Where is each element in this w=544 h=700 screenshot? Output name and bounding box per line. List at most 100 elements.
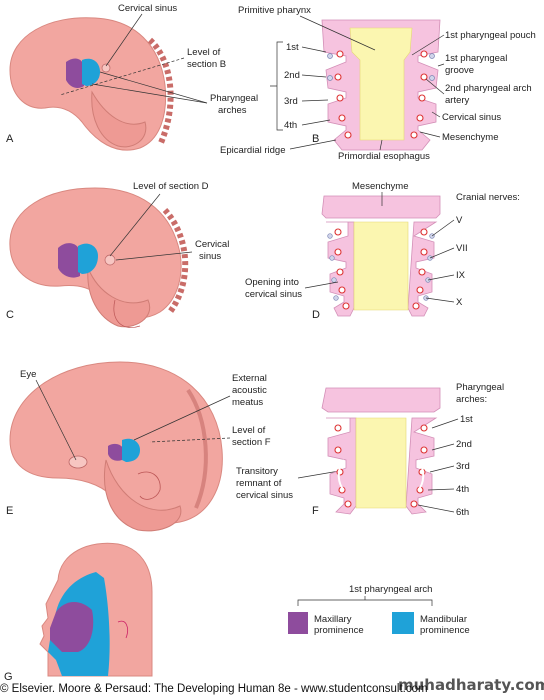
label-nerve-ix: IX xyxy=(456,270,466,281)
label-primitive-pharynx: Primitive pharynx xyxy=(238,5,311,16)
leader-arch-2nd xyxy=(301,74,327,78)
label-cranial-nerves: Cranial nerves: xyxy=(456,192,520,203)
leader-ext-acoustic xyxy=(133,395,231,441)
panel-b-label: B xyxy=(312,133,319,145)
leader-level-f xyxy=(149,437,231,443)
leader-level-d xyxy=(109,193,161,257)
leader-nerve-ix xyxy=(427,274,455,281)
label-f-arch-6th: 6th xyxy=(456,507,469,518)
label-ext-acoustic-line2: acoustic xyxy=(232,385,267,396)
label-primordial-esophagus: Primordial esophagus xyxy=(338,151,430,162)
leader-cervical-sinus-c xyxy=(115,251,193,261)
label-arch-3rd: 3rd xyxy=(284,96,298,107)
label-mesenchyme-b: Mesenchyme xyxy=(442,132,499,143)
leader-1st-pouch xyxy=(411,34,445,56)
label-mandibular-line1: Mandibular xyxy=(420,614,467,625)
label-ext-acoustic-line1: External xyxy=(232,373,267,384)
label-1st-groove-line1: 1st pharyngeal xyxy=(445,53,507,64)
panel-a-label: A xyxy=(6,133,14,145)
leader-cervical-sinus-a xyxy=(105,13,143,67)
label-1st-pharyngeal-pouch: 1st pharyngeal pouch xyxy=(445,30,536,41)
label-eye: Eye xyxy=(20,369,36,380)
label-level-f-line1: Level of xyxy=(232,425,266,436)
panel-c-embryo xyxy=(9,187,189,328)
leader-eye xyxy=(35,379,77,461)
label-2nd-arch-artery-line2: artery xyxy=(445,95,470,106)
panel-d-section xyxy=(321,195,441,317)
panel-a-embryo xyxy=(9,17,174,151)
label-f-arch-3rd: 3rd xyxy=(456,461,470,472)
leader-pharyngeal-arches-2 xyxy=(91,83,208,104)
label-nerve-x: X xyxy=(456,297,463,308)
leader-primitive-pharynx xyxy=(299,15,376,51)
label-level-b-line2: section B xyxy=(187,59,226,70)
panel-c-label: C xyxy=(6,309,14,321)
leader-nerve-v xyxy=(431,219,455,237)
label-opening-line1: Opening into xyxy=(245,277,299,288)
swatch-mandibular xyxy=(392,612,414,634)
leader-f-arch-1st xyxy=(431,418,459,429)
label-pharyngeal-arches-line2: arches xyxy=(218,105,247,116)
label-nerve-vii: VII xyxy=(456,243,468,254)
label-ext-acoustic-line3: meatus xyxy=(232,397,263,408)
leader-nerve-x xyxy=(425,297,455,303)
leader-level-b xyxy=(59,57,185,96)
label-level-f-line2: section F xyxy=(232,437,271,448)
label-cervical-sinus-c-line1: Cervical xyxy=(195,239,229,250)
swatch-maxillary xyxy=(288,612,308,634)
label-1st-groove-line2: groove xyxy=(445,65,474,76)
leader-f-arch-4th xyxy=(427,488,455,491)
label-cervical-sinus-a: Cervical sinus xyxy=(118,3,177,14)
label-maxillary-line1: Maxillary xyxy=(314,614,352,625)
label-pharyngeal-arches-f-line2: arches: xyxy=(456,394,487,405)
bracket-first-arch xyxy=(297,596,433,606)
label-arch-1st: 1st xyxy=(286,42,299,53)
panel-f-section xyxy=(321,387,441,515)
leader-2nd-arch-artery xyxy=(425,78,445,95)
leader-arch-3rd xyxy=(301,99,329,102)
label-opening-line2: cervical sinus xyxy=(245,289,302,300)
panel-b-section xyxy=(321,19,441,151)
leader-f-arch-2nd xyxy=(431,443,455,451)
label-transitory-line1: Transitory xyxy=(236,466,278,477)
panel-e-embryo xyxy=(9,361,223,532)
label-epicardial-ridge: Epicardial ridge xyxy=(220,145,285,156)
leader-opening xyxy=(304,281,339,289)
watermark: muhadharaty.com xyxy=(398,676,544,694)
label-cervical-sinus-c-line2: sinus xyxy=(199,251,221,262)
copyright-footer: © Elsevier. Moore & Persaud: The Develop… xyxy=(0,683,428,695)
leader-1st-groove xyxy=(437,63,445,67)
leader-arch-4th xyxy=(301,119,331,126)
leader-arch-1st xyxy=(301,46,327,53)
label-level-b-line1: Level of xyxy=(187,47,221,58)
leader-f-arch-6th xyxy=(417,504,455,513)
label-transitory-line3: cervical sinus xyxy=(236,490,293,501)
label-pharyngeal-arches-f-line1: Pharyngeal xyxy=(456,382,504,393)
leader-epicardial-ridge xyxy=(289,139,337,150)
label-arch-2nd: 2nd xyxy=(284,70,300,81)
label-2nd-arch-artery-line1: 2nd pharyngeal arch xyxy=(445,83,532,94)
leader-nerve-vii xyxy=(429,247,455,259)
label-pharyngeal-arches-line1: Pharyngeal xyxy=(210,93,258,104)
leader-mesenchyme-b xyxy=(419,131,441,138)
label-f-arch-1st: 1st xyxy=(460,414,473,425)
panel-e-label: E xyxy=(6,505,13,517)
panel-g-label: G xyxy=(4,671,13,683)
label-cervical-sinus-b: Cervical sinus xyxy=(442,112,501,123)
leader-cervical-sinus-b xyxy=(431,111,441,118)
leader-f-arch-3rd xyxy=(429,465,455,473)
panel-d-label: D xyxy=(312,309,320,321)
label-1st-pharyngeal-arch: 1st pharyngeal arch xyxy=(349,584,432,595)
leader-primordial-esophagus xyxy=(379,139,383,151)
label-arch-4th: 4th xyxy=(284,120,297,131)
label-maxillary-line2: prominence xyxy=(314,625,364,636)
panel-g-head xyxy=(39,542,153,677)
leader-pharyngeal-arches-1 xyxy=(99,71,208,104)
label-mesenchyme-d: Mesenchyme xyxy=(352,181,409,192)
label-nerve-v: V xyxy=(456,215,463,226)
label-transitory-line2: remnant of xyxy=(236,478,282,489)
label-f-arch-4th: 4th xyxy=(456,484,469,495)
label-f-arch-2nd: 2nd xyxy=(456,439,472,450)
label-level-d: Level of section D xyxy=(133,181,209,192)
